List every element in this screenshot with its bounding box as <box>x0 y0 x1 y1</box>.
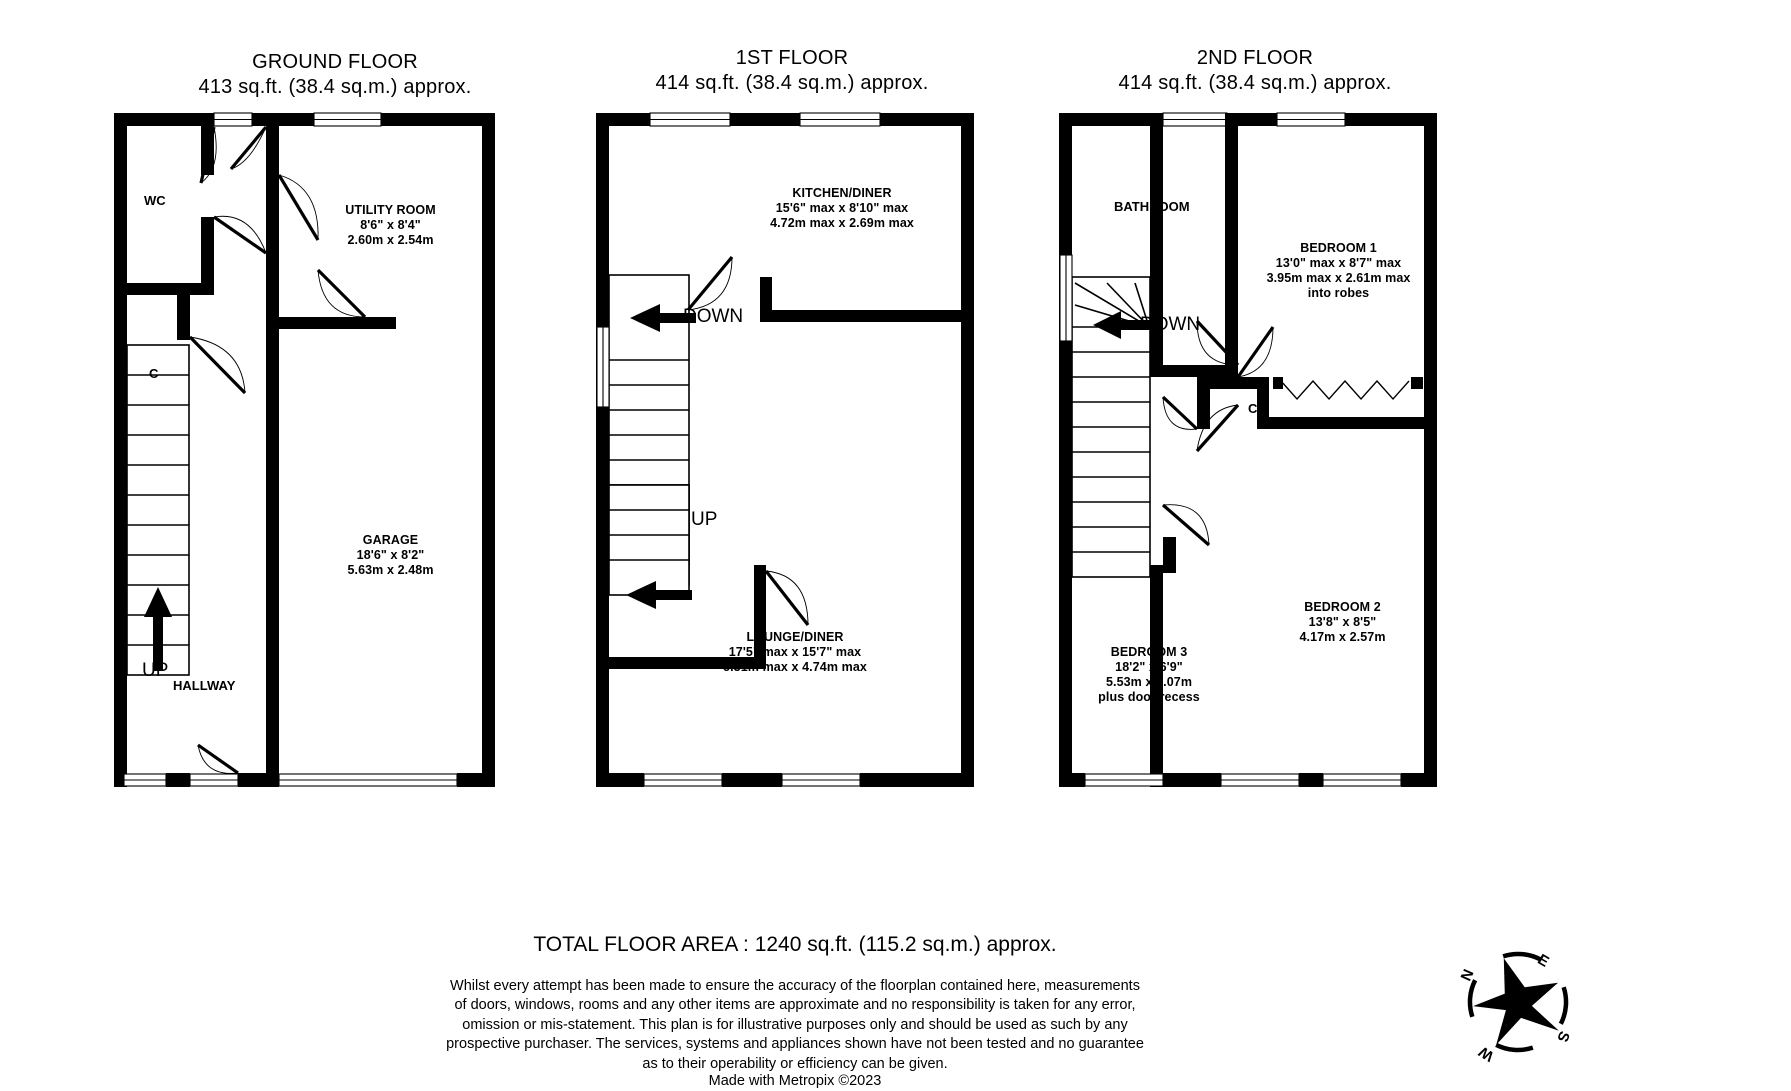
first-floor-plan <box>596 112 974 787</box>
tag-cupboard-ground: C <box>149 366 159 381</box>
room-bedroom-3-label: BEDROOM 3 <box>1110 645 1188 659</box>
room-lounge-diner: LOUNGE/DINER 17'5" max x 15'7" max 5.31m… <box>660 630 930 675</box>
disclaimer-line-4: prospective purchaser. The services, sys… <box>446 1036 1144 1053</box>
room-bedroom-2-imperial: 13'8" x 8'5" <box>1308 615 1377 629</box>
compass-rose: N E S W <box>1458 951 1573 1065</box>
room-utility-room: UTILITY ROOM 8'6" x 8'4" 2.60m x 2.54m <box>278 203 503 248</box>
disclaimer-line-2: of doors, windows, rooms and any other i… <box>454 997 1136 1014</box>
room-kitchen-diner-imperial: 15'6" max x 8'10" max <box>775 201 909 215</box>
second-floor-title-text: 2ND FLOOR <box>1196 47 1314 69</box>
compass-south: S <box>1553 1029 1573 1045</box>
room-lounge-diner-metric: 5.31m max x 4.74m max <box>723 660 867 674</box>
room-lounge-diner-imperial: 17'5" max x 15'7" max <box>728 645 862 659</box>
room-utility-room-imperial: 8'6" x 8'4" <box>360 218 421 232</box>
second-stairs-down-label: DOWN <box>1140 314 1201 335</box>
room-bedroom-3-metric: 5.53m x 2.07m <box>1105 675 1193 689</box>
second-floor-title: 2ND FLOOR 414 sq.ft. (38.4 sq.m.) approx… <box>1020 46 1490 96</box>
room-kitchen-diner-metric: 4.72m max x 2.69m max <box>770 216 914 230</box>
ground-floor-plan <box>114 112 495 787</box>
ground-floor-title-text: GROUND FLOOR <box>252 51 418 73</box>
ground-floor-area-text: 413 sq.ft. (38.4 sq.m.) approx. <box>198 76 472 98</box>
room-bedroom-2-metric: 4.17m x 2.57m <box>1299 630 1386 644</box>
ground-up-arrow <box>144 587 172 671</box>
first-up-arrow <box>626 581 692 609</box>
ground-floor-title: GROUND FLOOR 413 sq.ft. (38.4 sq.m.) app… <box>85 50 585 100</box>
room-bedroom-2-label: BEDROOM 2 <box>1304 600 1381 614</box>
room-bedroom-2: BEDROOM 2 13'8" x 8'5" 4.17m x 2.57m <box>1235 600 1450 645</box>
first-floor-title: 1ST FLOOR 414 sq.ft. (38.4 sq.m.) approx… <box>557 46 1027 96</box>
room-utility-room-metric: 2.60m x 2.54m <box>347 233 434 247</box>
tag-cupboard-second: C <box>1248 401 1258 416</box>
first-stairs-down-label: DOWN <box>683 306 744 327</box>
first-stairs-up-label: UP <box>691 509 718 530</box>
room-bedroom-1-imperial: 13'0" max x 8'7" max <box>1275 256 1402 270</box>
first-floor-area-text: 414 sq.ft. (38.4 sq.m.) approx. <box>655 72 929 94</box>
room-utility-room-label: UTILITY ROOM <box>345 203 436 217</box>
room-bedroom-3-extra: plus door recess <box>1098 690 1200 704</box>
room-garage: GARAGE 18'6" x 8'2" 5.63m x 2.48m <box>278 533 503 578</box>
room-bedroom-3: BEDROOM 3 18'2" x 6'9" 5.53m x 2.07m plu… <box>1045 645 1253 705</box>
tag-wc: WC <box>144 193 166 208</box>
tag-bathroom: BATHROOM <box>1114 199 1190 214</box>
second-floor-area-text: 414 sq.ft. (38.4 sq.m.) approx. <box>1118 72 1392 94</box>
room-lounge-diner-label: LOUNGE/DINER <box>746 630 844 644</box>
room-garage-metric: 5.63m x 2.48m <box>347 563 434 577</box>
disclaimer-line-3: omission or mis-statement. This plan is … <box>462 1016 1128 1033</box>
room-garage-label: GARAGE <box>362 533 419 547</box>
room-kitchen-diner-label: KITCHEN/DINER <box>792 186 892 200</box>
room-bedroom-1-label: BEDROOM 1 <box>1300 241 1377 255</box>
disclaimer-line-1: Whilst every attempt has been made to en… <box>450 978 1140 994</box>
disclaimer-line-5: as to their operability or efficiency ca… <box>642 1055 948 1072</box>
first-floor-title-text: 1ST FLOOR <box>735 47 849 69</box>
made-with-credit: Made with Metropix ©2023 <box>708 1073 882 1089</box>
compass-east: E <box>1535 951 1552 971</box>
first-down-arrow <box>630 304 696 332</box>
tag-hallway: HALLWAY <box>173 678 236 693</box>
room-bedroom-1-metric: 3.95m max x 2.61m max <box>1266 271 1411 285</box>
ground-stairs-up-label: UP <box>142 660 169 681</box>
disclaimer: Whilst every attempt has been made to en… <box>395 977 1195 1074</box>
room-bedroom-3-imperial: 18'2" x 6'9" <box>1115 660 1183 674</box>
second-down-arrow <box>1093 311 1155 339</box>
room-kitchen-diner: KITCHEN/DINER 15'6" max x 8'10" max 4.72… <box>707 186 977 231</box>
second-floor-plan <box>1059 112 1437 787</box>
room-bedroom-1: BEDROOM 1 13'0" max x 8'7" max 3.95m max… <box>1231 241 1446 301</box>
total-floor-area: TOTAL FLOOR AREA : 1240 sq.ft. (115.2 sq… <box>533 933 1057 956</box>
room-bedroom-1-extra: into robes <box>1307 286 1370 300</box>
compass-west: W <box>1475 1042 1497 1064</box>
room-garage-imperial: 18'6" x 8'2" <box>356 548 425 562</box>
